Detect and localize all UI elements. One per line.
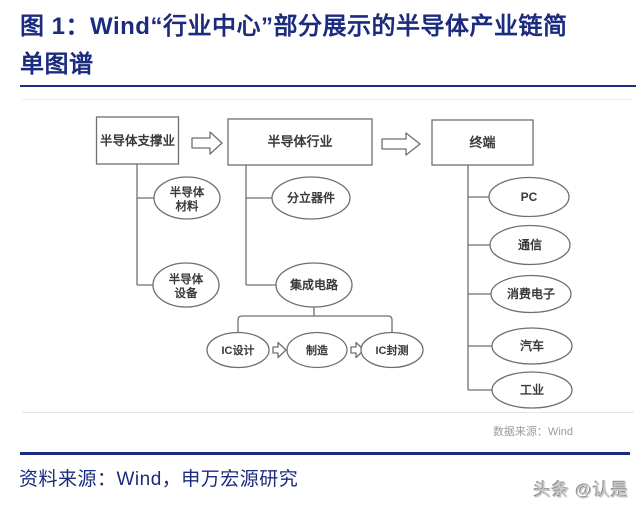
figure-bottom-divider (22, 412, 634, 413)
node-semiconductor-materials: 半导体 材料 (153, 176, 221, 220)
node-semiconductor-equipment-label2: 设备 (175, 286, 198, 300)
node-pc-label: PC (521, 190, 538, 204)
box-semiconductor-industry: 半导体行业 (227, 118, 373, 166)
chart-source-note: 数据来源：Wind (492, 426, 573, 438)
node-semiconductor-materials-label2: 材料 (176, 199, 199, 213)
box-support-industry: 半导体支撑业 (95, 116, 180, 165)
node-semiconductor-materials-label1: 半导体 (170, 185, 205, 199)
node-ic-design-label: IC设计 (222, 343, 255, 357)
node-manufacturing: 制造 (286, 331, 348, 369)
node-integrated-circuits-label: 集成电路 (289, 277, 339, 292)
toutiao-watermark: 头条 @认是 (534, 481, 630, 500)
box-terminal: 终端 (431, 119, 534, 166)
node-ic-packaging-testing: IC封测 (360, 331, 424, 369)
footer-divider (20, 452, 630, 455)
node-automotive: 汽车 (491, 327, 573, 365)
box-support-industry-label: 半导体支撑业 (100, 133, 176, 148)
node-industrial: 工业 (491, 371, 573, 409)
node-telecom: 通信 (489, 224, 571, 266)
node-discrete-devices-label: 分立器件 (287, 190, 335, 205)
node-semiconductor-equipment: 半导体 设备 (152, 262, 220, 308)
figure-title-line1: 图 1：Wind“行业中心”部分展示的半导体产业链简 (20, 13, 568, 40)
node-consumer-electronics-label: 消费电子 (507, 286, 555, 301)
node-industrial-label: 工业 (520, 382, 544, 397)
flow-arrow-small-icon (350, 341, 365, 359)
footer-source-text: 资料来源：Wind，申万宏源研究 (19, 469, 299, 490)
figure-top-divider (22, 99, 632, 100)
flow-arrow-right-icon (191, 131, 223, 155)
figure-title: 图 1：Wind“行业中心”部分展示的半导体产业链简 单图谱 (20, 8, 624, 84)
node-automotive-label: 汽车 (520, 338, 544, 353)
node-consumer-electronics: 消费电子 (490, 274, 572, 314)
box-semiconductor-industry-label: 半导体行业 (267, 134, 332, 149)
flow-arrow-small-icon (272, 341, 287, 359)
node-ic-design: IC设计 (206, 331, 270, 369)
node-pc: PC (488, 176, 570, 218)
node-telecom-label: 通信 (518, 237, 542, 252)
box-terminal-label: 终端 (469, 135, 495, 150)
connector-lines (136, 164, 492, 391)
industry-chain-diagram: 半导体支撑业 半导体行业 终端 半导体 材料 半导体 设备 分立器件 集成电 (95, 116, 573, 409)
node-manufacturing-label: 制造 (306, 343, 329, 357)
node-discrete-devices: 分立器件 (271, 176, 351, 220)
node-semiconductor-equipment-label1: 半导体 (169, 272, 204, 286)
node-ic-packaging-testing-label: IC封测 (376, 343, 409, 357)
node-integrated-circuits: 集成电路 (275, 262, 353, 308)
title-underline (20, 85, 636, 87)
figure-title-line2: 单图谱 (20, 51, 94, 78)
flow-arrow-right-icon (381, 132, 421, 156)
